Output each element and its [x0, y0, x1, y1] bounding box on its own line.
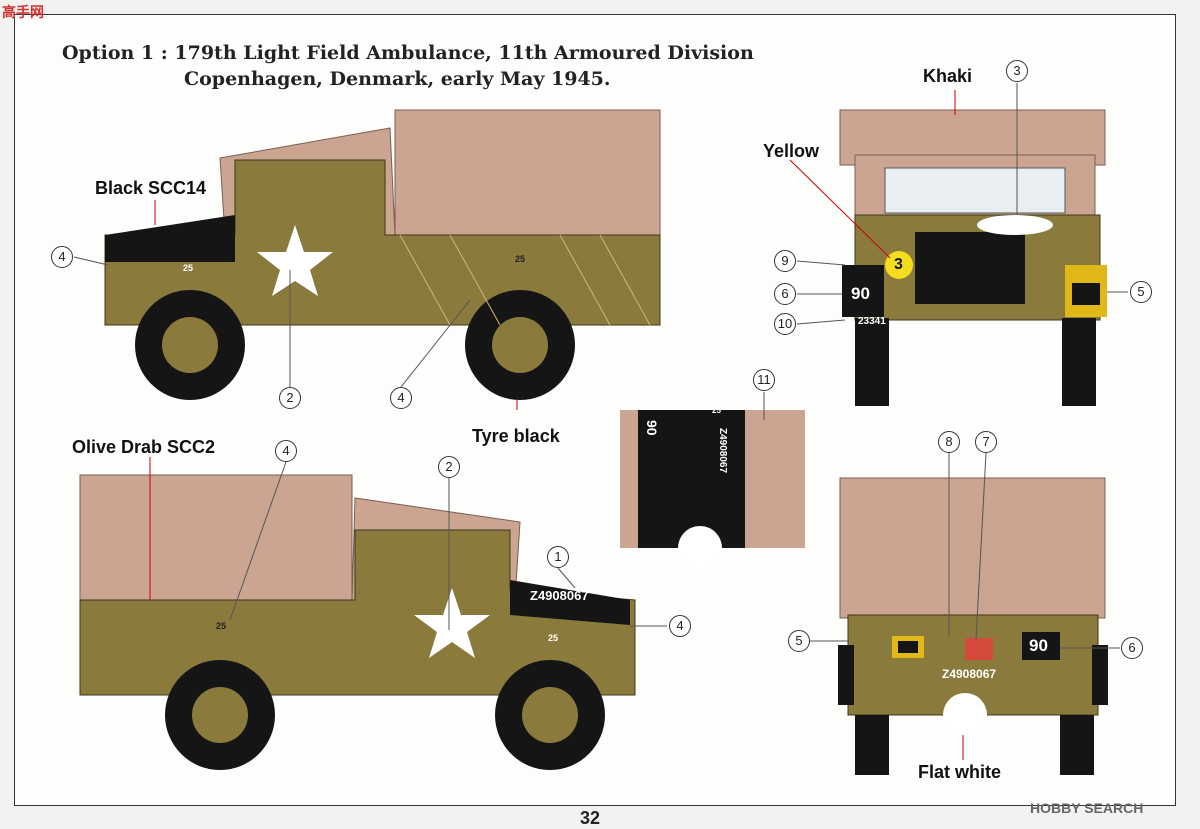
label-black-scc14: Black SCC14 [95, 178, 207, 198]
callout-4: 4 [669, 615, 691, 637]
callout-5: 5 [788, 630, 810, 652]
callout-5: 5 [1130, 281, 1152, 303]
callout-11: 11 [753, 369, 775, 391]
hobby-search-watermark: HOBBY SEARCH [1030, 800, 1144, 816]
callout-4: 4 [275, 440, 297, 462]
callout-7: 7 [975, 431, 997, 453]
truck-rear-view [838, 477, 1108, 775]
bridge-class-left: 25 [183, 263, 194, 273]
callout-1: 1 [547, 546, 569, 568]
option-subtitle: Copenhagen, Denmark, early May 1945. [184, 68, 611, 90]
page-number: 32 [580, 808, 601, 828]
label-yellow: Yellow [763, 141, 820, 161]
label-tyre-black: Tyre black [472, 426, 560, 446]
callout-3: 3 [1006, 60, 1028, 82]
detail-bridge-class: 25 [712, 406, 721, 415]
callout-4: 4 [51, 246, 73, 268]
label-khaki: Khaki [923, 66, 973, 86]
bridge-class-right: 25 [548, 633, 559, 643]
detail-serial: Z4908067 [717, 428, 728, 474]
front-serial: 23341 [858, 316, 886, 327]
truck-front-view [839, 109, 1107, 406]
bridge-plate-3: 3 [894, 256, 903, 273]
unit-number-front: 90 [851, 284, 870, 303]
callout-2: 2 [279, 387, 301, 409]
leader-lines [73, 83, 1128, 760]
label-flat-white: Flat white [918, 762, 1002, 782]
callout-9: 9 [774, 250, 796, 272]
detail-inset [620, 410, 805, 570]
bridge-class-bed-left: 25 [515, 254, 526, 264]
callout-6: 6 [1121, 637, 1143, 659]
callout-6: 6 [774, 283, 796, 305]
detail-unit-number: 90 [644, 420, 660, 436]
rear-serial: Z4908067 [942, 667, 997, 681]
callout-10: 10 [774, 313, 796, 335]
truck-left-view [104, 109, 661, 400]
unit-number-rear: 90 [1029, 636, 1048, 655]
option-title: Option 1 : 179th Light Field Ambulance, … [62, 42, 754, 64]
label-olive-drab: Olive Drab SCC2 [72, 437, 216, 457]
callout-2: 2 [438, 456, 460, 478]
truck-right-view [79, 474, 636, 770]
hood-serial: Z4908067 [530, 588, 589, 603]
callout-8: 8 [938, 431, 960, 453]
site-watermark: 高手网 [2, 4, 44, 20]
callout-4: 4 [390, 387, 412, 409]
bridge-class-bed-right: 25 [216, 621, 227, 631]
